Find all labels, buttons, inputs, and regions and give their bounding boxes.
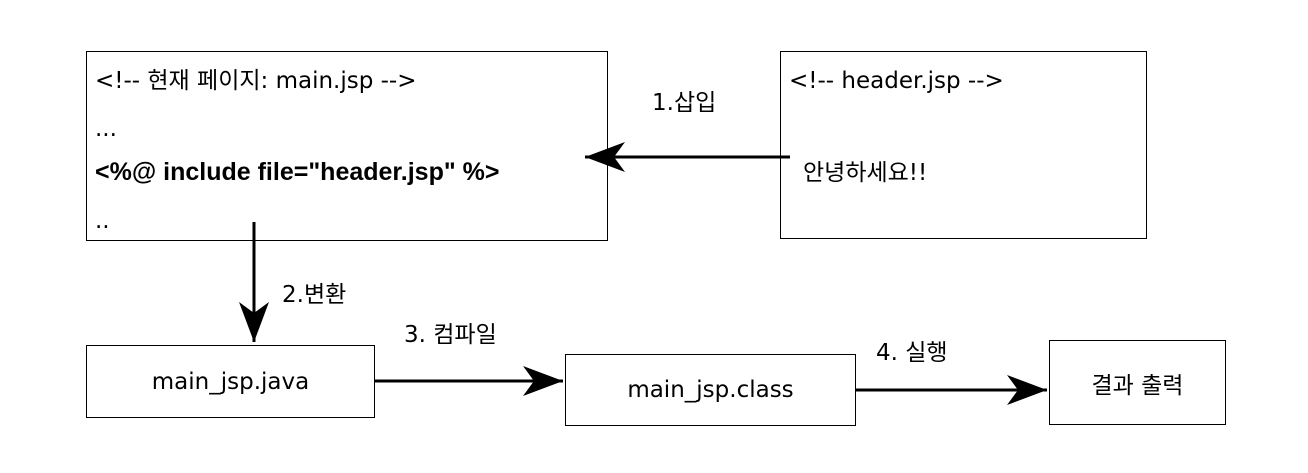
main-jsp-ellipsis: ... xyxy=(95,116,117,142)
header-jsp-box: <!-- header.jsp --> 안녕하세요!! xyxy=(780,51,1147,239)
step-insert-label: 1.삽입 xyxy=(652,90,717,116)
result-box: 결과 출력 xyxy=(1049,340,1226,425)
include-directive: <%@ include file="header.jsp" %> xyxy=(95,158,500,186)
main-jsp-class-box: main_jsp.class xyxy=(565,354,856,426)
main-jsp-comment: <!-- 현재 페이지: main.jsp --> xyxy=(95,68,417,94)
result-label: 결과 출력 xyxy=(1091,372,1184,399)
main-jsp-java-label: main_jsp.java xyxy=(151,368,310,395)
header-jsp-greeting: 안녕하세요!! xyxy=(803,160,928,186)
header-jsp-comment: <!-- header.jsp --> xyxy=(789,68,1004,94)
main-jsp-dots: .. xyxy=(95,208,110,234)
step-convert-label: 2.변환 xyxy=(282,282,347,308)
main-jsp-java-box: main_jsp.java xyxy=(86,345,375,418)
step-execute-label: 4. 실행 xyxy=(876,340,948,366)
main-jsp-class-label: main_jsp.class xyxy=(627,377,794,403)
step-compile-label: 3. 컴파일 xyxy=(404,322,497,348)
main-jsp-box: <!-- 현재 페이지: main.jsp --> ... <%@ includ… xyxy=(86,51,608,241)
